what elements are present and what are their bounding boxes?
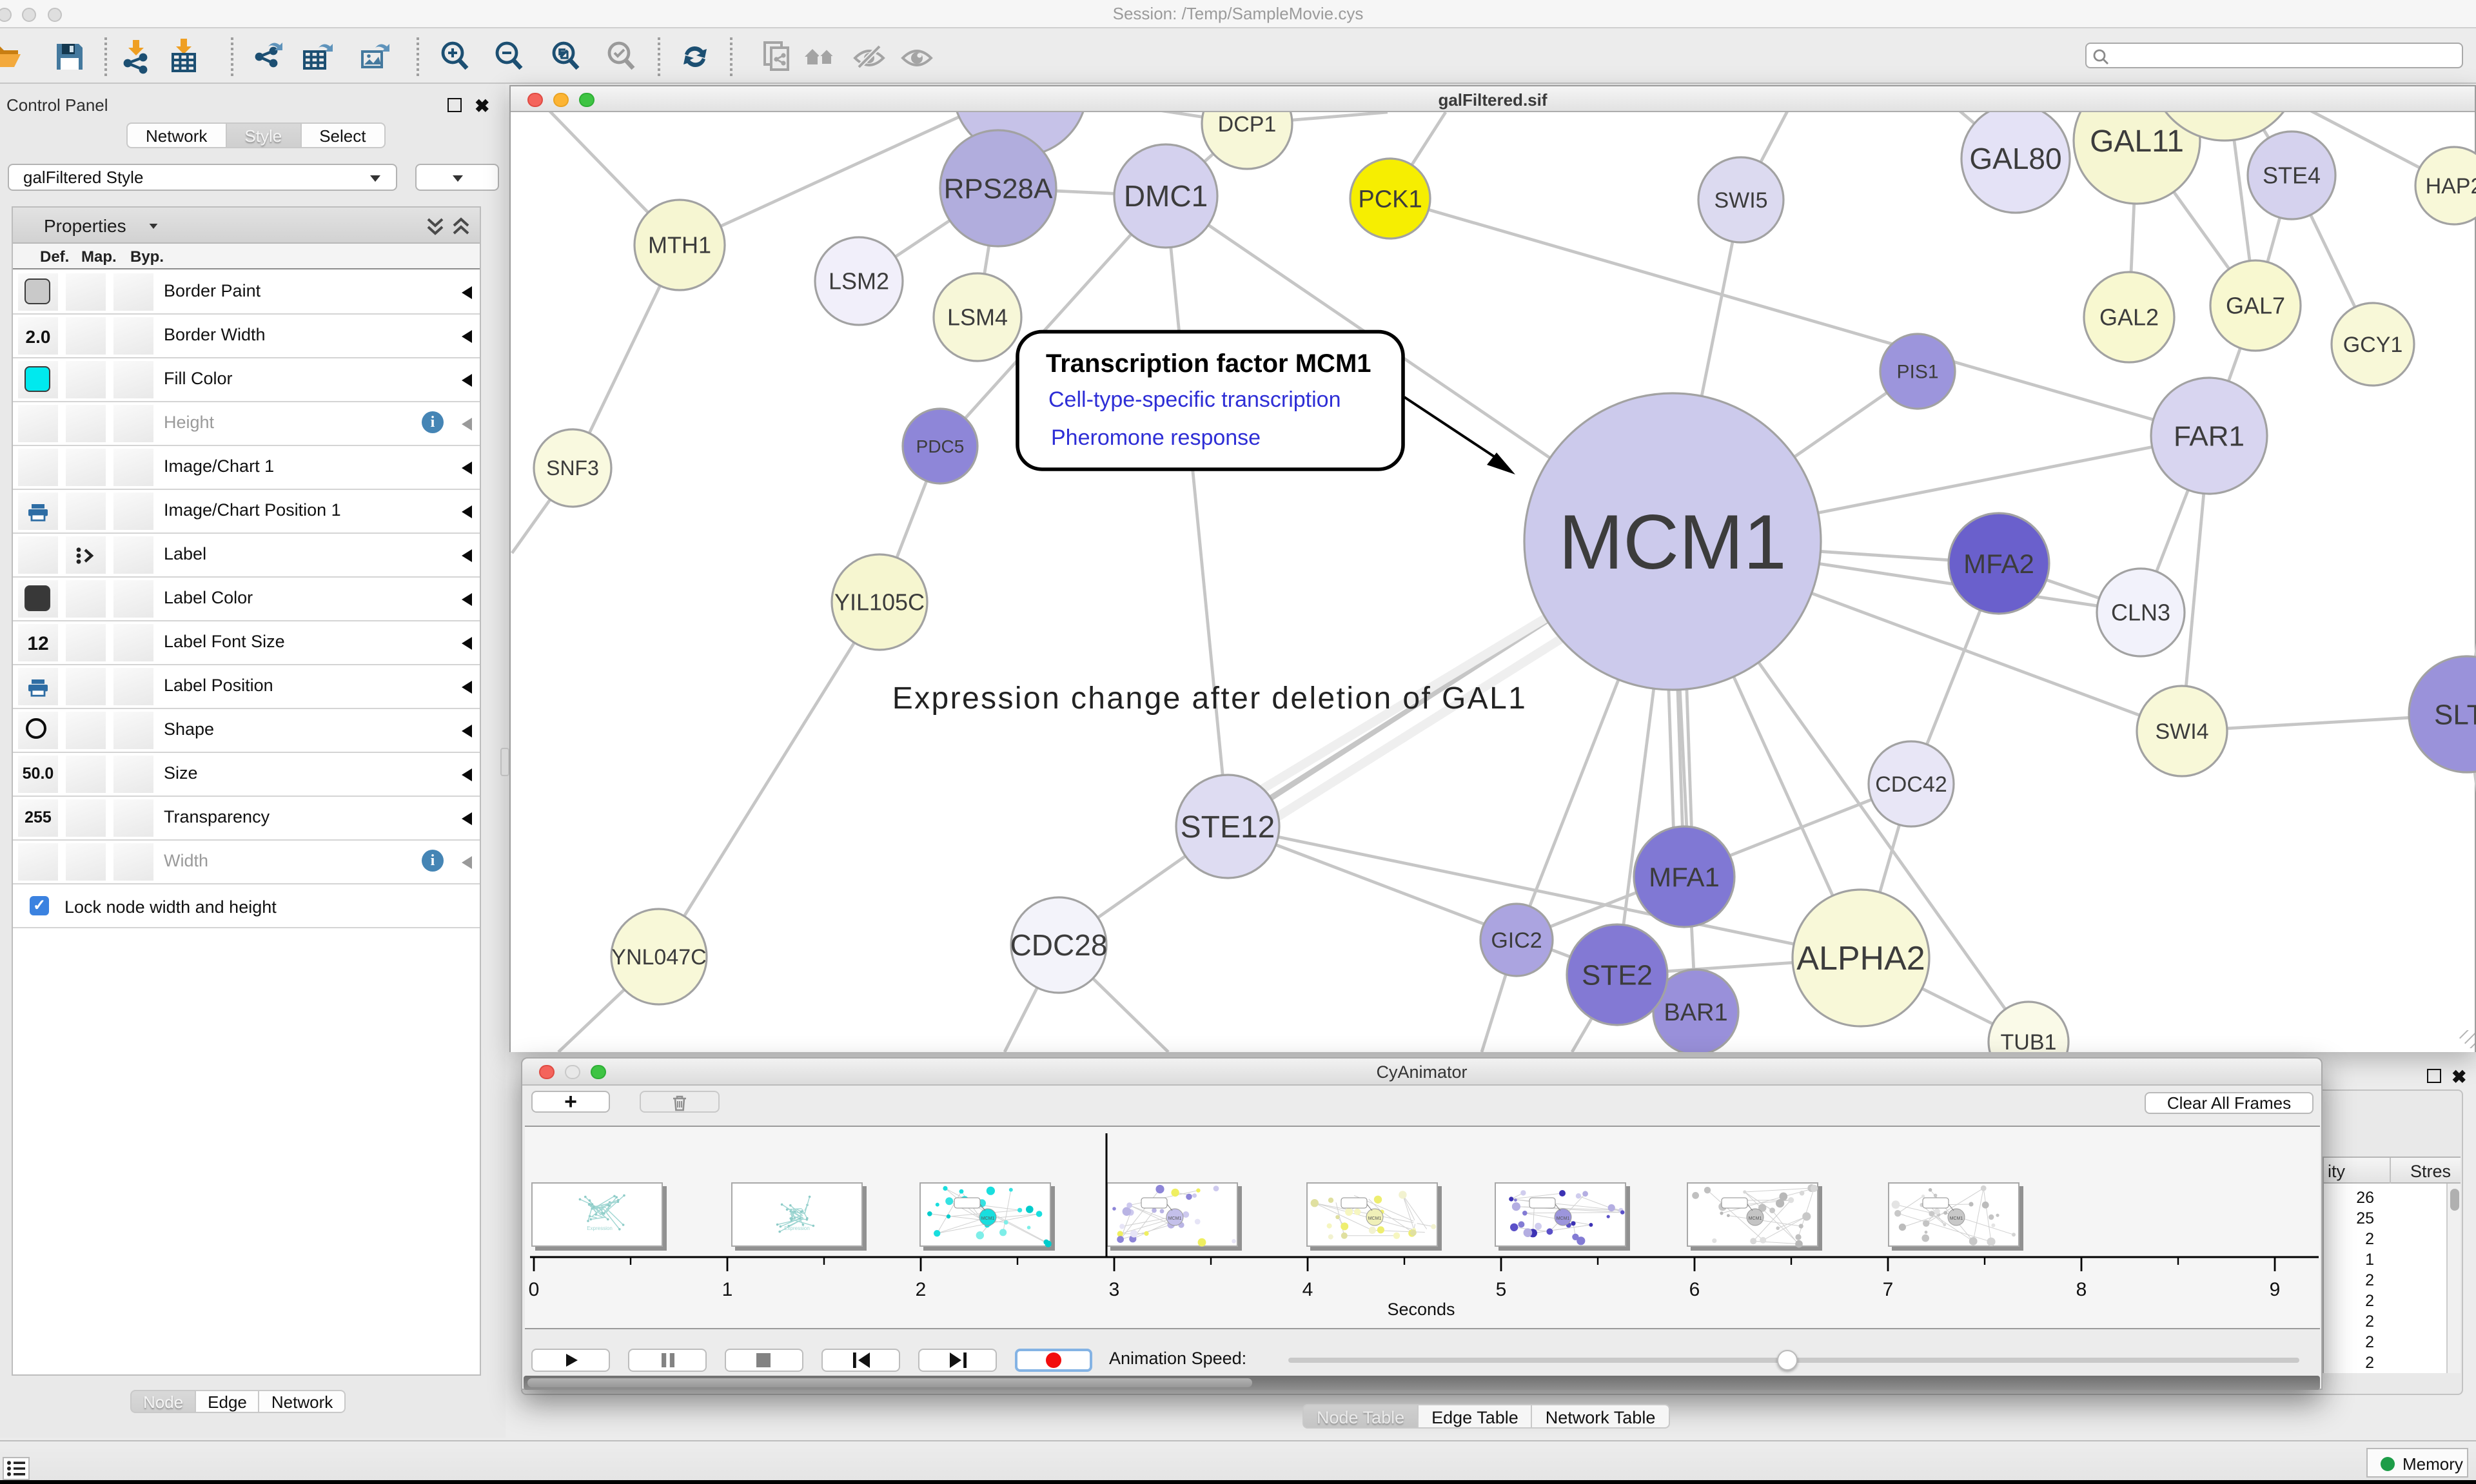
svg-text:MCM1: MCM1 xyxy=(1168,1216,1181,1221)
svg-text:Seconds: Seconds xyxy=(1386,1300,1454,1319)
svg-text:0: 0 xyxy=(528,1279,539,1300)
svg-text:3: 3 xyxy=(1108,1279,1119,1300)
svg-text:ALPHA2: ALPHA2 xyxy=(1796,940,1925,977)
svg-text:BAR1: BAR1 xyxy=(1664,999,1727,1026)
svg-text:LSM4: LSM4 xyxy=(947,304,1008,331)
svg-text:4: 4 xyxy=(1302,1279,1313,1300)
svg-text:Transcription factor MCM1: Transcription factor MCM1 xyxy=(1046,349,1371,378)
svg-text:PCK1: PCK1 xyxy=(1358,186,1422,213)
svg-text:SWI4: SWI4 xyxy=(2155,719,2208,744)
svg-text:RPS28A: RPS28A xyxy=(944,173,1053,204)
svg-text:TUB1: TUB1 xyxy=(2001,1030,2057,1052)
svg-text:1: 1 xyxy=(722,1279,732,1300)
svg-text:9: 9 xyxy=(2269,1279,2280,1300)
svg-text:STE2: STE2 xyxy=(1582,959,1653,991)
svg-text:MCM1: MCM1 xyxy=(1949,1216,1963,1221)
svg-text:Expression change after deleti: Expression change after deletion of GAL1 xyxy=(892,681,1528,716)
svg-text:STE4: STE4 xyxy=(2263,162,2321,189)
svg-text:SLT2: SLT2 xyxy=(2434,699,2476,730)
svg-text:PDC5: PDC5 xyxy=(916,436,965,456)
svg-text:PIS1: PIS1 xyxy=(1896,361,1938,382)
svg-text:YIL105C: YIL105C xyxy=(834,589,925,616)
svg-text:CLN3: CLN3 xyxy=(2111,600,2170,626)
svg-text:MCM1: MCM1 xyxy=(1368,1216,1382,1221)
svg-text:SNF3: SNF3 xyxy=(546,456,599,480)
svg-text:5: 5 xyxy=(1495,1279,1506,1300)
svg-text:8: 8 xyxy=(2076,1279,2087,1300)
svg-text:MCM1: MCM1 xyxy=(981,1216,994,1221)
svg-text:GAL2: GAL2 xyxy=(2099,304,2159,331)
svg-text:DCP1: DCP1 xyxy=(1218,112,1277,137)
svg-text:GAL7: GAL7 xyxy=(2226,293,2285,319)
svg-text:6: 6 xyxy=(1689,1279,1700,1300)
svg-text:DMC1: DMC1 xyxy=(1124,179,1208,213)
svg-text:STE12: STE12 xyxy=(1181,810,1275,845)
svg-text:MFA2: MFA2 xyxy=(1963,549,2034,579)
svg-text:GCY1: GCY1 xyxy=(2343,333,2403,357)
svg-text:SWI5: SWI5 xyxy=(1714,188,1767,213)
svg-text:MFA1: MFA1 xyxy=(1649,862,1720,892)
svg-text:MCM1: MCM1 xyxy=(1749,1216,1762,1221)
svg-text:CDC42: CDC42 xyxy=(1875,772,1947,797)
svg-text:MTH1: MTH1 xyxy=(648,232,711,259)
svg-text:YNL047C: YNL047C xyxy=(611,945,706,970)
svg-text:CDC28: CDC28 xyxy=(1010,928,1108,962)
svg-text:MCM1: MCM1 xyxy=(1558,499,1786,585)
svg-text:GAL11: GAL11 xyxy=(2090,124,2184,159)
svg-text:2: 2 xyxy=(915,1279,926,1300)
svg-text:MCM1: MCM1 xyxy=(1556,1216,1569,1221)
svg-text:Pheromone response: Pheromone response xyxy=(1051,425,1261,450)
svg-text:GIC2: GIC2 xyxy=(1491,928,1542,953)
svg-text:LSM2: LSM2 xyxy=(829,268,889,295)
svg-text:Expression: Expression xyxy=(783,1225,809,1231)
svg-text:Cell-type-specific transcripti: Cell-type-specific transcription xyxy=(1048,387,1341,412)
svg-text:7: 7 xyxy=(1882,1279,1893,1300)
svg-text:GAL80: GAL80 xyxy=(1969,142,2061,175)
svg-text:FAR1: FAR1 xyxy=(2174,420,2245,452)
svg-text:HAP2: HAP2 xyxy=(2426,174,2476,199)
svg-text:Expression: Expression xyxy=(586,1225,612,1231)
